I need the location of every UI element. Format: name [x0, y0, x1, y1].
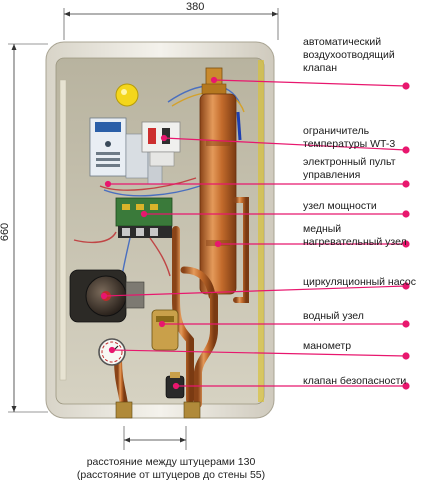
label-air-valve: автоматический воздухоотводящий клапан: [303, 36, 395, 74]
connector-caption: расстояние между штуцерами 130 (расстоян…: [40, 456, 302, 482]
bottom-connectors: [115, 401, 201, 419]
height-dimension: [8, 43, 48, 413]
water-unit: [151, 309, 179, 351]
width-value: 380: [186, 1, 205, 13]
leader-lines: [100, 76, 410, 390]
power-unit-board: [115, 197, 173, 238]
height-value: 660: [0, 222, 12, 242]
label-temp-limiter: ограничитель температуры WT-3: [303, 125, 396, 150]
label-pump: циркуляционный насос: [303, 276, 417, 288]
heater-column: [199, 93, 237, 295]
yellow-cap: [115, 83, 139, 107]
caption-line-1: расстояние между штуцерами 130: [86, 456, 256, 468]
label-water-unit: водный узел: [303, 310, 364, 322]
label-control-panel: электронный пульт управления: [303, 156, 396, 181]
label-safety-valve: клапан безопасности: [303, 375, 407, 387]
caption-line-2: (расстояние от штуцеров до стены 55): [76, 469, 266, 481]
label-manometer: манометр: [303, 340, 352, 352]
label-heater: медный нагревательный узел: [303, 223, 407, 248]
width-dimension: [63, 8, 279, 40]
connector-dimension: [123, 426, 187, 450]
label-power-unit: узел мощности: [303, 200, 377, 212]
